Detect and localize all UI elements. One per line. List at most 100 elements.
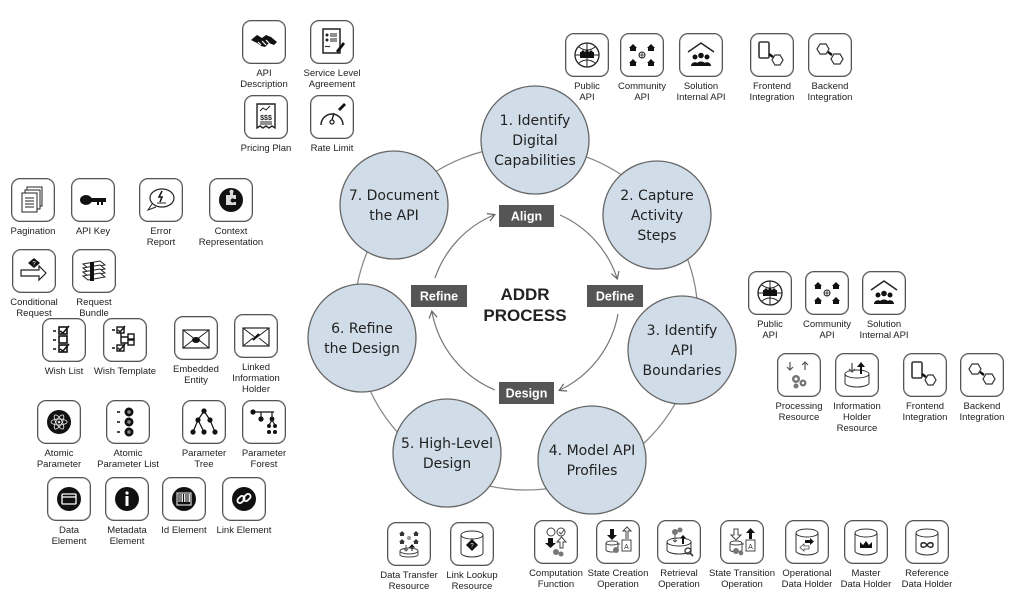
icon-label: State Creation Operation: [587, 568, 649, 590]
data-transfer-icon: [387, 522, 431, 566]
icon-card-backend-integration-right[interactable]: Backend Integration: [934, 353, 1024, 423]
icon-card-rate-limit[interactable]: Rate Limit: [284, 95, 380, 154]
icon-label: Link Element: [216, 525, 272, 536]
icon-card-request-bundle[interactable]: Request Bundle: [46, 249, 142, 319]
icon-card-service-level-agreement[interactable]: Service Level Agreement: [284, 20, 380, 90]
globe-people-icon: [748, 271, 792, 315]
step-circle: [392, 398, 502, 508]
icon-card-atomic-parameter[interactable]: Atomic Parameter: [11, 400, 107, 470]
backend-integration-icon: [808, 33, 852, 77]
icon-card-frontend-integration-top[interactable]: Frontend Integration: [724, 33, 820, 103]
icon-label: Frontend Integration: [749, 81, 795, 103]
icon-label: Metadata Element: [107, 525, 147, 547]
step-label-line: 7. Document: [349, 188, 440, 204]
icon-label: Wish List: [44, 366, 84, 377]
icon-label: Processing Resource: [775, 401, 823, 423]
icon-label: Wish Template: [93, 366, 157, 377]
icon-card-conditional-request[interactable]: ?Conditional Request: [0, 249, 82, 319]
envelope-link-icon: [234, 314, 278, 358]
icon-card-atomic-parameter-list[interactable]: Atomic Parameter List: [80, 400, 176, 470]
step-label-line: Profiles: [567, 463, 618, 479]
icon-card-community-api-right[interactable]: Community API: [779, 271, 875, 341]
icon-card-public-api-right[interactable]: Public API: [722, 271, 818, 341]
icon-card-api-key[interactable]: API Key: [45, 178, 141, 237]
icon-label: Operational Data Holder: [781, 568, 833, 590]
step-label-line: Design: [423, 456, 471, 472]
community-icon: [620, 33, 664, 77]
icon-card-data-element[interactable]: Data Element: [21, 477, 117, 547]
icon-card-error-report[interactable]: Error Report: [113, 178, 209, 248]
step-label-line: API: [671, 343, 693, 359]
database-crown-icon: [844, 520, 888, 564]
state-creation-icon: A: [596, 520, 640, 564]
icon-label: Atomic Parameter List: [97, 448, 159, 470]
icon-card-embedded-entity[interactable]: Embedded Entity: [148, 316, 244, 386]
icon-card-computation-function[interactable]: Computation Function: [508, 520, 604, 590]
icon-card-operational-data-holder[interactable]: Operational Data Holder: [759, 520, 855, 590]
icon-label: Context Representation: [198, 226, 264, 248]
icon-card-reference-data-holder[interactable]: Reference Data Holder: [879, 520, 975, 590]
icon-card-community-api-top[interactable]: Community API: [594, 33, 690, 103]
icon-label: Retrieval Operation: [658, 568, 700, 590]
step-circle: [602, 160, 712, 270]
svg-text:?: ?: [32, 262, 36, 268]
step-label-line: 2. Capture: [620, 188, 693, 204]
conditional-arrow-icon: ?: [12, 249, 56, 293]
icon-card-parameter-forest[interactable]: Parameter Forest: [216, 400, 312, 470]
retrieval-icon: [657, 520, 701, 564]
contract-icon: [310, 20, 354, 64]
icon-card-context-representation[interactable]: Context Representation: [183, 178, 279, 248]
icon-card-public-api-top[interactable]: Public API: [539, 33, 635, 103]
step-circle: [339, 150, 449, 260]
icon-card-link-lookup-resource[interactable]: ?Link Lookup Resource: [424, 522, 520, 592]
icon-card-id-element[interactable]: Id Element: [136, 477, 232, 536]
step-label-line: 6. Refine: [331, 321, 393, 337]
icon-card-frontend-integration-right[interactable]: Frontend Integration: [877, 353, 973, 423]
icon-card-data-transfer-resource[interactable]: Data Transfer Resource: [361, 522, 457, 592]
icon-card-wish-list[interactable]: Wish List: [16, 318, 112, 377]
icon-card-wish-template[interactable]: Wish Template: [77, 318, 173, 377]
icon-card-processing-resource[interactable]: Processing Resource: [751, 353, 847, 423]
icon-card-pagination[interactable]: Pagination: [0, 178, 81, 237]
icon-card-state-creation-operation[interactable]: A State Creation Operation: [570, 520, 666, 590]
envelope-dot-icon: [174, 316, 218, 360]
icon-card-backend-integration-top[interactable]: Backend Integration: [782, 33, 878, 103]
icon-card-metadata-element[interactable]: Metadata Element: [79, 477, 175, 547]
icon-label: Parameter Tree: [181, 448, 227, 470]
icon-card-solution-internal-api-right[interactable]: Solution Internal API: [836, 271, 932, 341]
icon-card-information-holder-resource[interactable]: Information Holder Resource: [809, 353, 905, 434]
step-circle: [307, 283, 417, 393]
step-label-line: the Design: [324, 341, 400, 357]
icon-card-link-element[interactable]: Link Element: [196, 477, 292, 536]
icon-label: Link Lookup Resource: [446, 570, 498, 592]
icon-card-pricing-plan[interactable]: $$$Pricing Plan: [218, 95, 314, 154]
svg-text:A: A: [748, 544, 753, 551]
svg-text:A: A: [624, 544, 629, 551]
frontend-integration-icon: [903, 353, 947, 397]
icon-label: Service Level Agreement: [303, 68, 361, 90]
icon-label: Atomic Parameter: [36, 448, 82, 470]
bundle-icon: [72, 249, 116, 293]
atom-list-icon: [106, 400, 150, 444]
icon-label: Reference Data Holder: [901, 568, 953, 590]
icon-card-retrieval-operation[interactable]: Retrieval Operation: [631, 520, 727, 590]
step-label-line: 1. Identify: [500, 113, 571, 129]
icon-card-linked-information-holder[interactable]: Linked Information Holder: [208, 314, 304, 395]
step-label-line: Boundaries: [643, 363, 722, 379]
icon-card-master-data-holder[interactable]: Master Data Holder: [818, 520, 914, 590]
database-swap-icon: [785, 520, 829, 564]
icon-label: Data Element: [51, 525, 87, 547]
icon-card-solution-internal-api-top[interactable]: Solution Internal API: [653, 33, 749, 103]
step-6[interactable]: 6. Refine the Design: [307, 283, 417, 393]
icon-card-api-description[interactable]: API Description: [216, 20, 312, 90]
process-title-line-1: ADDR: [500, 285, 549, 304]
chain-link-icon: [222, 477, 266, 521]
icon-card-parameter-tree[interactable]: Parameter Tree: [156, 400, 252, 470]
